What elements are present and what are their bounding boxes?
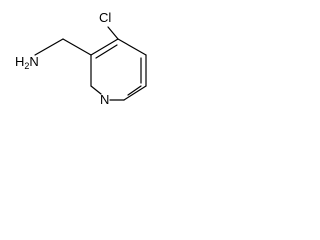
amine-n: N bbox=[29, 54, 38, 69]
bond-c5-c6 bbox=[123, 85, 147, 101]
bond-c2-ch2 bbox=[62, 38, 92, 56]
bond-c2-c3 bbox=[90, 38, 119, 56]
ring-nitrogen-label: N bbox=[100, 92, 109, 107]
amine-label: H2N bbox=[15, 54, 39, 71]
chlorine-label: Cl bbox=[99, 10, 111, 25]
bond-c2-c3-inner bbox=[95, 44, 118, 59]
bond-n1-c2 bbox=[90, 85, 102, 95]
amine-subscript: 2 bbox=[24, 61, 29, 71]
bond-c6-n1-inner bbox=[127, 85, 142, 96]
amine-h: H bbox=[15, 54, 24, 69]
bond-ch2-nh2 bbox=[34, 38, 64, 56]
bond-c3-cl bbox=[107, 26, 119, 40]
molecule-diagram: Cl N H2N bbox=[15, 10, 147, 107]
bond-c3-c4 bbox=[117, 38, 147, 56]
structure-canvas: Cl N H2N bbox=[0, 0, 166, 123]
